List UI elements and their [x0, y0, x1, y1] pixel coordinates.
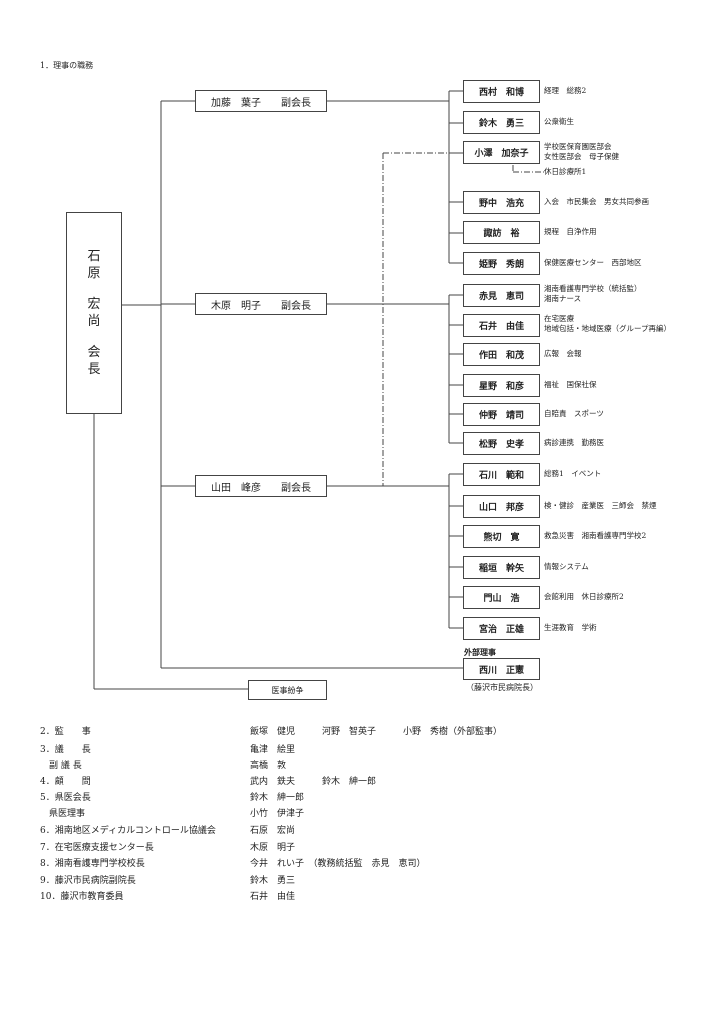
member-box: 鈴木 勇三 [463, 111, 540, 134]
list-value: 鈴木 勇三 [250, 876, 296, 886]
member-role: 学校医保育園医部会 [544, 142, 612, 151]
list-label: 2．監 事 [40, 727, 91, 737]
list-value: 亀津 絵里 [250, 745, 296, 755]
member-box: 仲野 靖司 [463, 403, 540, 426]
member-box: 姫野 秀朗 [463, 252, 540, 275]
member-role: 公衆衛生 [544, 117, 574, 126]
list-value: 小竹 伊津子 [250, 809, 305, 819]
member-box: 野中 浩充 [463, 191, 540, 214]
member-box: 星野 和彦 [463, 374, 540, 397]
list-label: 6．湘南地区メディカルコントロール協議会 [40, 826, 216, 836]
member-box: 山口 邦彦 [463, 495, 540, 518]
list-value: 石原 宏尚 [250, 826, 296, 836]
member-role: 保健医療センター 西部地区 [544, 258, 642, 267]
member-role: 検・健診 産業医 三師会 禁煙 [544, 501, 657, 510]
medical-dispute-box: 医事紛争 [248, 680, 327, 700]
list-label: 5．県医会長 [40, 793, 91, 803]
list-value: 武内 鉄夫 鈴木 紳一郎 [250, 777, 377, 787]
president-char: 長 [87, 362, 101, 377]
member-box: 宮治 正雄 [463, 617, 540, 640]
member-role: 会館利用 休日診療所2 [544, 592, 624, 601]
list-label: 9．藤沢市民病院副院長 [40, 876, 136, 886]
member-role: 自賠責 スポーツ [544, 409, 604, 418]
member-role: 湘南ナース [544, 294, 582, 303]
president-char: 尚 [87, 314, 101, 329]
external-director-header: 外部理事 [464, 647, 496, 657]
member-box: 松野 史孝 [463, 432, 540, 455]
list-value: 石井 由佳 [250, 892, 296, 902]
external-director-box: 西川 正憲 [463, 658, 540, 680]
member-role: 情報システム [544, 562, 589, 571]
list-value: 鈴木 紳一郎 [250, 793, 305, 803]
member-role: 生涯教育 学術 [544, 623, 597, 632]
list-label: 10．藤沢市教育委員 [40, 892, 124, 902]
member-box: 石川 範和 [463, 463, 540, 486]
member-role: 在宅医療 [544, 314, 574, 323]
holiday-clinic-label: 休日診療所1 [544, 167, 587, 176]
member-role: 救急災害 湘南看護専門学校2 [544, 531, 647, 540]
member-role: 病診連携 勤務医 [544, 438, 604, 447]
vice-president-box: 木原 明子 副会長 [195, 293, 327, 315]
list-value: 高橋 敦 [250, 761, 287, 771]
member-box: 熊切 寛 [463, 525, 540, 548]
member-box: 作田 和茂 [463, 343, 540, 366]
list-label: 3．議 長 [40, 745, 91, 755]
section-title: 1．理事の職務 [40, 61, 94, 70]
member-box: 稲垣 幹矢 [463, 556, 540, 579]
member-box: 石井 由佳 [463, 314, 540, 337]
member-role: 入会 市民集会 男女共同参画 [544, 197, 649, 206]
vice-president-box: 山田 峰彦 副会長 [195, 475, 327, 497]
member-role: 地域包括・地域医療（グループ再編） [544, 324, 672, 333]
member-role: 規程 自浄作用 [544, 227, 597, 236]
president-box: 石 原 宏 尚 会 長 [66, 212, 122, 414]
member-box: 諏訪 裕 [463, 221, 540, 244]
list-label: 4．顧 問 [40, 777, 91, 787]
member-box: 門山 浩 [463, 586, 540, 609]
list-label: 副 議 長 [40, 761, 82, 771]
president-char: 宏 [87, 297, 101, 312]
member-role: 女性医部会 母子保健 [544, 152, 619, 161]
member-role: 湘南看護専門学校（統括監） [544, 284, 642, 293]
list-label: 県医理事 [40, 809, 86, 819]
vice-president-box: 加藤 葉子 副会長 [195, 90, 327, 112]
member-role: 福祉 国保社保 [544, 380, 597, 389]
member-role: 広報 会報 [544, 349, 582, 358]
member-role: 経理 総務2 [544, 86, 587, 95]
external-director-note: （藤沢市民病院長） [466, 683, 538, 692]
list-value: 木原 明子 [250, 843, 296, 853]
list-label: 7．在宅医療支援センター長 [40, 843, 154, 853]
member-box: 赤見 恵司 [463, 284, 540, 307]
list-label: 8．湘南看護専門学校校長 [40, 859, 145, 869]
member-box: 小澤 加奈子 [463, 141, 540, 164]
president-char: 石 [87, 249, 101, 264]
list-value: 今井 れい子 （教務統括監 赤見 恵司） [250, 859, 426, 869]
president-char: 会 [87, 345, 101, 360]
president-char: 原 [87, 266, 101, 281]
list-value: 飯塚 健児 河野 智英子 小野 秀樹（外部監事） [250, 727, 503, 737]
member-box: 西村 和博 [463, 80, 540, 103]
member-role: 総務1 イベント [544, 469, 602, 478]
